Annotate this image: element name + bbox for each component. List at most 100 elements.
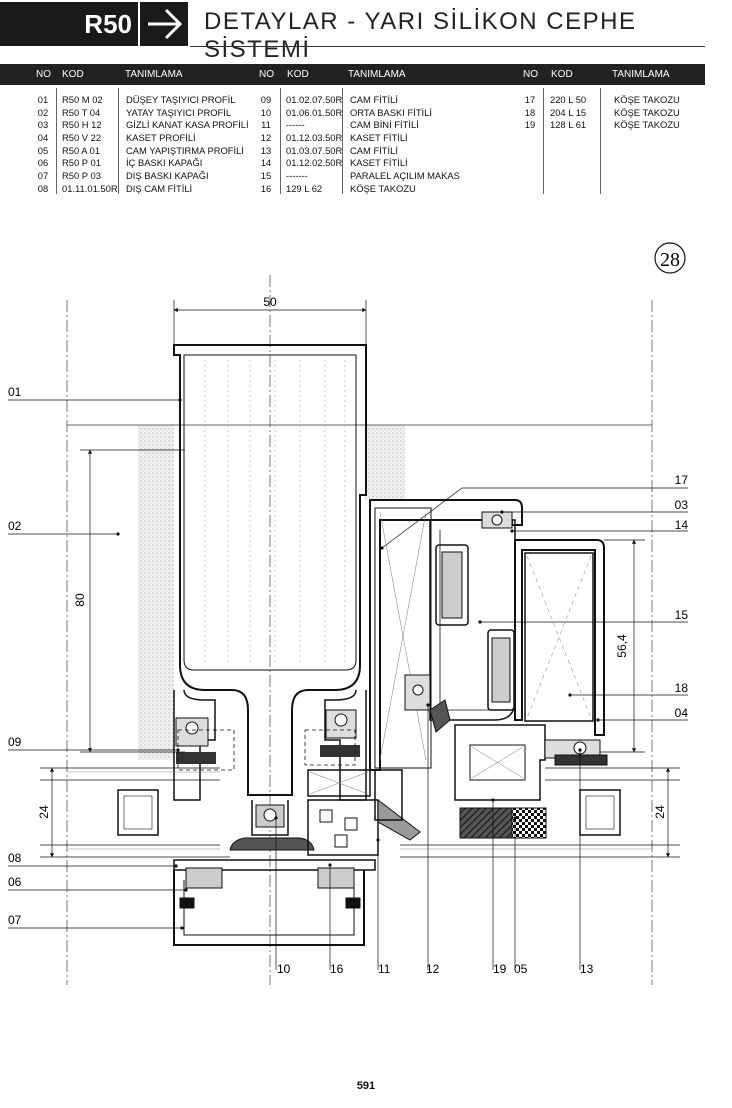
label-18: 18 bbox=[675, 681, 689, 695]
intermediate-profiles bbox=[307, 769, 421, 856]
label-01: 01 bbox=[8, 385, 22, 399]
table-cell: 220 L 50 bbox=[550, 94, 587, 105]
sash-frame bbox=[514, 539, 605, 736]
parts-tanimlama-column-1: DÜŞEY TAŞIYICI PROFİL YATAY TAŞIYICI PRO… bbox=[126, 94, 249, 196]
table-cell: KÖŞE TAKOZU bbox=[614, 94, 680, 105]
table-cell: PARALEL AÇILIM MAKAS bbox=[350, 170, 460, 182]
table-cell: 11 bbox=[261, 119, 271, 131]
title-rule bbox=[190, 46, 705, 47]
table-cell: GİZLİ KANAT KASA PROFİLİ bbox=[126, 119, 249, 131]
label-13: 13 bbox=[580, 962, 594, 976]
table-cell: R50 P 01 bbox=[62, 157, 101, 169]
table-cell: KÖŞE TAKOZU bbox=[350, 182, 416, 194]
table-cell: 16 bbox=[260, 182, 272, 194]
wall-right bbox=[365, 425, 405, 500]
table-cell: 09 bbox=[260, 94, 272, 105]
table-cell: CAM FİTİLİ bbox=[350, 144, 398, 156]
detail-number-circle bbox=[654, 242, 686, 274]
dim-glass-left: 24 bbox=[37, 805, 51, 819]
parts-kod-column-3: 220 L 50 204 L 15 128 L 61 bbox=[550, 94, 586, 132]
table-cell: 19 bbox=[524, 119, 536, 131]
dim-top: 50 bbox=[263, 295, 277, 309]
table-cell: ORTA BASKI FİTİLİ bbox=[350, 106, 432, 118]
label-14: 14 bbox=[675, 518, 689, 532]
table-cell: KÖŞE TAKOZU bbox=[614, 119, 680, 131]
label-12: 12 bbox=[426, 962, 440, 976]
table-cell: 06 bbox=[37, 157, 49, 169]
table-cell: R50 M 02 bbox=[62, 94, 103, 105]
label-16: 16 bbox=[330, 962, 344, 976]
table-cell: 02 bbox=[37, 106, 49, 118]
header: R50 DETAYLAR - YARI SİLİKON CEPHE SİSTEM… bbox=[0, 0, 732, 63]
table-cell: İÇ BASKI KAPAĞI bbox=[126, 157, 203, 169]
col-header-tanimlama-3: TANIMLAMA bbox=[612, 69, 670, 80]
col-divider bbox=[56, 88, 57, 194]
table-cell: 07 bbox=[37, 170, 49, 182]
table-cell: 129 L 62 bbox=[286, 182, 323, 194]
col-divider bbox=[118, 88, 119, 194]
table-cell: 12 bbox=[260, 132, 272, 144]
col-header-tanimlama-1: TANIMLAMA bbox=[125, 69, 183, 80]
table-cell: 01.03.07.50R bbox=[286, 144, 343, 156]
col-divider bbox=[342, 88, 343, 194]
mullion-profile bbox=[173, 344, 367, 836]
col-header-tanimlama-2: TANIMLAMA bbox=[348, 69, 406, 80]
table-cell: CAM BİNİ FİTİLİ bbox=[350, 119, 419, 131]
series-badge: R50 bbox=[0, 2, 138, 46]
parts-no-column-2: 09 10 11 12 13 14 15 16 bbox=[256, 94, 276, 196]
col-header-no-3: NO bbox=[523, 69, 538, 80]
table-cell: R50 P 03 bbox=[62, 170, 101, 182]
table-cell: R50 V 22 bbox=[62, 132, 102, 144]
section-drawing: 50 80 24 24 56,4 28 01 02 09 08 06 07 bbox=[8, 242, 689, 985]
table-cell: KÖŞE TAKOZU bbox=[614, 106, 680, 118]
label-04: 04 bbox=[675, 706, 689, 720]
label-19: 19 bbox=[493, 962, 507, 976]
col-header-no-1: NO bbox=[36, 69, 51, 80]
label-05: 05 bbox=[514, 962, 528, 976]
page-number: 591 bbox=[356, 1080, 376, 1092]
table-cell: 01.11.01.50R bbox=[62, 182, 118, 194]
table-cell: R50 T 04 bbox=[62, 106, 101, 118]
table-cell: CAM YAPIŞTIRMA PROFİLİ bbox=[126, 144, 244, 156]
table-cell: 05 bbox=[37, 144, 49, 156]
col-header-kod-1: KOD bbox=[62, 69, 84, 80]
parts-table-header: NO KOD TANIMLAMA NO KOD TANIMLAMA NO KOD… bbox=[0, 64, 705, 85]
label-17: 17 bbox=[675, 473, 689, 487]
table-cell: DIŞ BASKI KAPAĞI bbox=[126, 170, 209, 182]
axis-lines bbox=[66, 275, 653, 985]
table-cell: CAM FİTİLİ bbox=[350, 94, 398, 105]
parts-kod-column-1: R50 M 02 R50 T 04 R50 H 12 R50 V 22 R50 … bbox=[62, 94, 118, 196]
label-09: 09 bbox=[8, 735, 22, 749]
table-cell: ------- bbox=[286, 170, 308, 182]
wall-left bbox=[138, 425, 174, 760]
glass-right bbox=[400, 767, 680, 858]
table-cell: YATAY TAŞIYICI PROFİL bbox=[126, 106, 232, 118]
col-header-no-2: NO bbox=[259, 69, 274, 80]
table-cell: 14 bbox=[260, 157, 272, 169]
table-cell: 15 bbox=[260, 170, 272, 182]
parts-no-column-1: 01 02 03 04 05 06 07 08 bbox=[33, 94, 53, 196]
table-cell: 128 L 61 bbox=[550, 119, 587, 131]
col-header-kod-3: KOD bbox=[551, 69, 573, 80]
table-cell: ------ bbox=[286, 119, 305, 131]
table-cell: R50 H 12 bbox=[62, 119, 102, 131]
table-cell: 01 bbox=[37, 94, 49, 105]
label-11: 11 bbox=[378, 962, 391, 976]
table-cell: 01.06.01.50R bbox=[286, 106, 343, 118]
table-cell: DIŞ CAM FİTİLİ bbox=[126, 182, 193, 194]
table-cell: KASET FİTİLİ bbox=[350, 132, 408, 144]
label-03: 03 bbox=[675, 498, 689, 512]
dim-left-vertical: 80 bbox=[73, 593, 87, 607]
arrow-right-icon bbox=[140, 2, 188, 46]
table-cell: 10 bbox=[260, 106, 272, 118]
label-10: 10 bbox=[277, 962, 291, 976]
table-cell: 01.02.07.50R bbox=[286, 94, 343, 105]
dim-right-vertical: 56,4 bbox=[615, 634, 629, 658]
col-divider bbox=[600, 88, 601, 194]
table-cell: 03 bbox=[37, 119, 49, 131]
parts-tanimlama-column-2: CAM FİTİLİ ORTA BASKI FİTİLİ CAM BİNİ Fİ… bbox=[350, 94, 460, 196]
label-08: 08 bbox=[8, 851, 22, 865]
table-cell: 13 bbox=[260, 144, 272, 156]
table-cell: KASET PROFİLİ bbox=[126, 132, 196, 144]
cover-profiles bbox=[173, 837, 376, 946]
